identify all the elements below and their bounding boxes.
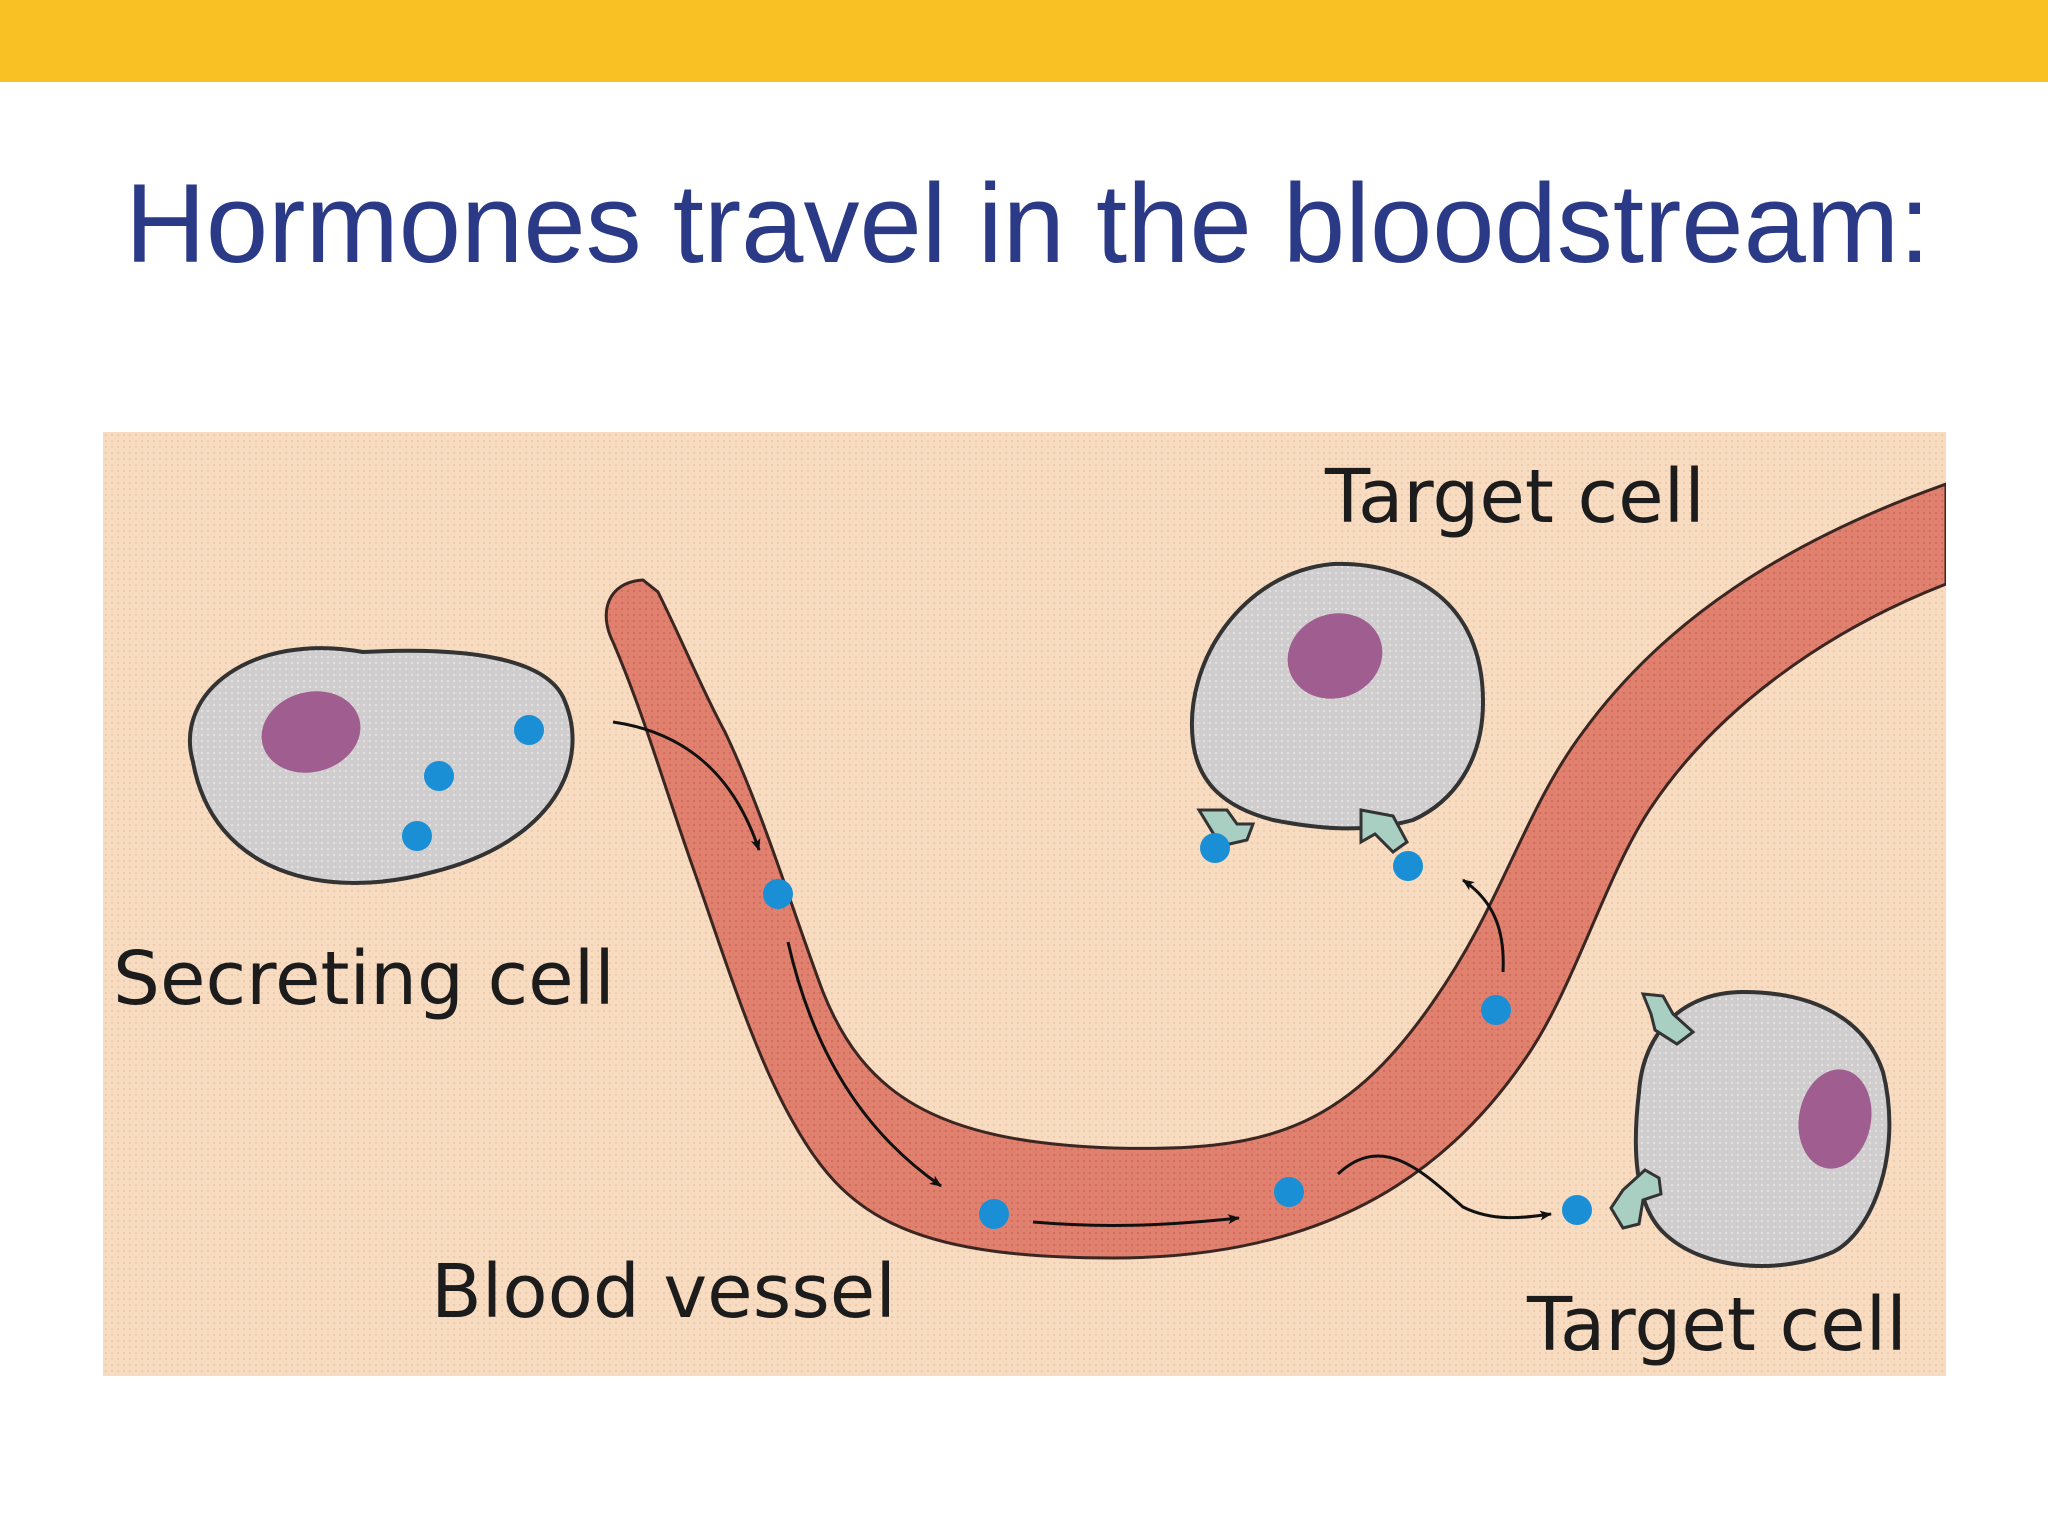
hormone-dot xyxy=(402,821,432,851)
hormones-in-vessel xyxy=(763,879,1511,1229)
accent-bar xyxy=(0,0,2048,82)
flow-arrows xyxy=(612,720,1552,1227)
hormone-dot xyxy=(1562,1195,1592,1225)
target-cell-bottom xyxy=(1562,989,1892,1268)
hormone-diagram: Secreting cell Blood vessel Target cell … xyxy=(103,432,1946,1376)
target-cell-top xyxy=(1189,561,1486,881)
nucleus xyxy=(1287,613,1383,699)
label-secreting-cell: Secreting cell xyxy=(113,936,615,1022)
receptor xyxy=(1359,808,1409,854)
label-target-cell-top: Target cell xyxy=(1324,454,1705,540)
hormone-dot xyxy=(514,715,544,745)
hormone-dot xyxy=(1274,1177,1304,1207)
receptor xyxy=(1640,992,1696,1046)
hormone-dot xyxy=(424,761,454,791)
blood-vessel xyxy=(604,482,1946,1260)
hormone-dot xyxy=(979,1199,1009,1229)
secretion-arrow xyxy=(612,720,761,851)
hormone-dot xyxy=(1200,833,1230,863)
receptor xyxy=(1609,1168,1663,1230)
exit-arrow-bottom xyxy=(1336,1154,1552,1221)
label-target-cell-bottom: Target cell xyxy=(1526,1282,1907,1368)
nucleus xyxy=(1798,1069,1872,1169)
slide-title: Hormones travel in the bloodstream: xyxy=(125,161,1931,286)
flow-arrow-2 xyxy=(1032,1214,1240,1227)
flow-arrow-1 xyxy=(786,941,942,1188)
hormone-dot xyxy=(1481,995,1511,1025)
nucleus xyxy=(261,691,361,773)
hormone-dot xyxy=(763,879,793,909)
diagram-svg: Secreting cell Blood vessel Target cell … xyxy=(103,432,1946,1376)
label-blood-vessel: Blood vessel xyxy=(431,1249,896,1335)
exit-arrow-top xyxy=(1462,878,1505,973)
secreting-cell xyxy=(187,646,575,885)
hormone-dot xyxy=(1393,851,1423,881)
